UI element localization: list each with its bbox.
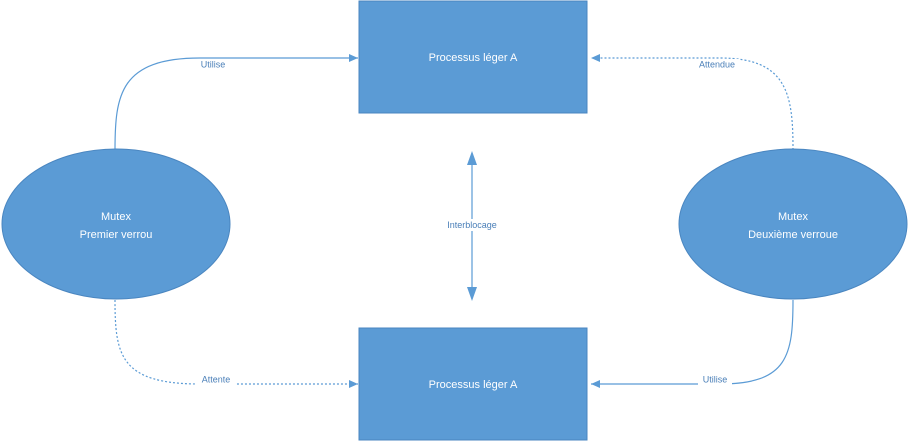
edge-left-top-text: Utilise (201, 60, 226, 70)
edge-label-right-top: Attendue (694, 59, 740, 70)
mutex-left-node: Mutex Premier verrou (1, 148, 231, 300)
process-top-node: Processus léger A (358, 0, 588, 114)
edge-center-text: Interblocage (447, 220, 497, 230)
process-top-label: Processus léger A (429, 52, 518, 64)
edge-label-center: Interblocage (442, 219, 502, 231)
arrowhead-up-icon (467, 151, 477, 165)
edge-right-bottom-text: Utilise (703, 375, 728, 385)
edge-left-bottom-text: Attente (202, 375, 231, 385)
mutex-left-title: Mutex (101, 211, 131, 223)
mutex-right-subtitle: Deuxième verroue (748, 229, 838, 241)
edge-right-top-text: Attendue (699, 60, 735, 70)
edge-label-left-top: Utilise (196, 59, 230, 70)
connector-left-bottom (114, 299, 358, 388)
process-bottom-label: Processus léger A (429, 379, 518, 391)
mutex-right-title: Mutex (778, 211, 808, 223)
mutex-right-node: Mutex Deuxième verroue (678, 148, 908, 300)
arrowhead-down-icon (467, 287, 477, 301)
edge-label-left-bottom: Attente (196, 374, 236, 385)
process-bottom-node: Processus léger A (358, 327, 588, 441)
connector-left-top (114, 54, 358, 151)
connector-right-bottom (591, 299, 794, 388)
mutex-left-subtitle: Premier verrou (80, 229, 153, 241)
edge-label-right-bottom: Utilise (698, 374, 732, 385)
connector-right-top (591, 54, 794, 151)
